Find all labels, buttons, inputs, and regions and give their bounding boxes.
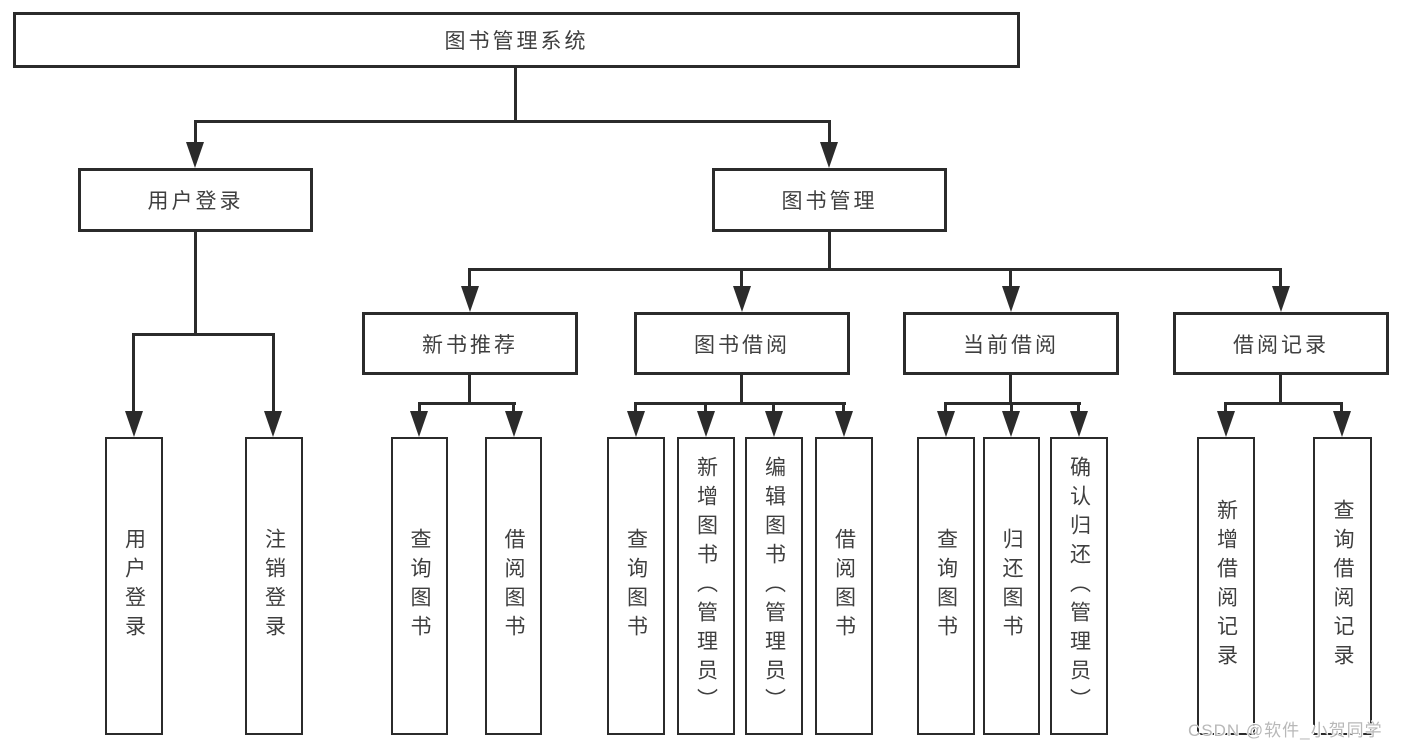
node-label: 注销登录 — [262, 528, 286, 644]
leaf-cb-confirm-return-admin: 确认归还（管理员） — [1050, 437, 1108, 735]
leaf-bb-query-books: 查询图书 — [607, 437, 665, 735]
arrow-down-icon — [1002, 286, 1020, 312]
leaf-logout: 注销登录 — [245, 437, 303, 735]
node-book-borrowing: 图书借阅 — [634, 312, 850, 375]
node-label: 查询图书 — [934, 528, 958, 644]
connector-leaf-stem — [132, 333, 135, 411]
node-label: 编辑图书（管理员） — [762, 455, 786, 717]
node-book-management: 图书管理 — [712, 168, 947, 232]
node-label: 图书管理系统 — [444, 30, 589, 53]
arrow-down-icon — [733, 286, 751, 312]
arrow-down-icon — [1002, 411, 1020, 437]
node-label: 归还图书 — [1000, 528, 1024, 644]
connector-root-stem — [514, 68, 517, 123]
connector-group-drop — [740, 375, 743, 404]
arrow-down-icon — [1217, 411, 1235, 437]
connector-leaf-stem — [512, 402, 515, 411]
arrow-down-icon — [264, 411, 282, 437]
node-label: 查询图书 — [408, 528, 432, 644]
connector-group-rail — [418, 402, 516, 405]
node-label: 借阅图书 — [832, 528, 856, 644]
connector-leaf-stem — [1077, 402, 1080, 411]
node-label: 用户登录 — [122, 528, 146, 644]
arrow-down-icon — [765, 411, 783, 437]
node-user-login: 用户登录 — [78, 168, 313, 232]
connector-leaf-stem — [468, 268, 471, 286]
leaf-br-query-record: 查询借阅记录 — [1313, 437, 1372, 735]
arrow-down-icon — [505, 411, 523, 437]
connector-group-drop — [1009, 375, 1012, 404]
node-label: 用户登录 — [147, 190, 244, 213]
connector-leaf-stem — [1010, 402, 1013, 411]
node-label: 新增图书（管理员） — [694, 455, 718, 717]
connector-leaf-stem — [272, 333, 275, 411]
node-current-borrowing: 当前借阅 — [903, 312, 1119, 375]
connector-leaf-stem — [634, 402, 637, 411]
node-label: 图书管理 — [781, 190, 878, 213]
arrow-down-icon — [697, 411, 715, 437]
arrow-down-icon — [410, 411, 428, 437]
node-label: 图书借阅 — [694, 333, 790, 357]
node-label: 确认归还（管理员） — [1067, 455, 1091, 717]
connector-root-rail — [194, 120, 831, 123]
connector-userlogin-stem — [194, 120, 197, 144]
node-label: 新书推荐 — [422, 333, 518, 357]
arrow-down-icon — [1333, 411, 1351, 437]
node-label: 借阅记录 — [1233, 333, 1329, 357]
connector-bookmgmt-rail — [468, 268, 1282, 271]
arrow-down-icon — [627, 411, 645, 437]
arrow-down-icon — [186, 142, 204, 168]
connector-userlogin-rail — [132, 333, 275, 336]
arrow-down-icon — [937, 411, 955, 437]
node-label: 查询借阅记录 — [1331, 499, 1355, 673]
arrow-down-icon — [820, 142, 838, 168]
node-library-system: 图书管理系统 — [13, 12, 1020, 68]
node-borrowing-records: 借阅记录 — [1173, 312, 1389, 375]
leaf-bb-add-books-admin: 新增图书（管理员） — [677, 437, 735, 735]
connector-group-drop — [1279, 375, 1282, 404]
connector-leaf-stem — [704, 402, 707, 411]
arrow-down-icon — [835, 411, 853, 437]
leaf-bb-borrow-books: 借阅图书 — [815, 437, 873, 735]
leaf-cb-return-books: 归还图书 — [983, 437, 1040, 735]
connector-leaf-stem — [1340, 402, 1343, 411]
connector-leaf-stem — [772, 402, 775, 411]
connector-bookmgmt-stem — [828, 120, 831, 144]
connector-group-rail — [1224, 402, 1343, 405]
connector-leaf-stem — [1224, 402, 1227, 411]
connector-leaf-stem — [418, 402, 421, 411]
arrow-down-icon — [1272, 286, 1290, 312]
leaf-cb-query-books: 查询图书 — [917, 437, 975, 735]
connector-leaf-stem — [944, 402, 947, 411]
arrow-down-icon — [125, 411, 143, 437]
connector-leaf-stem — [842, 402, 845, 411]
watermark: CSDN @软件_小贺同学 — [1188, 721, 1383, 740]
connector-leaf-stem — [740, 268, 743, 286]
node-label: 新增借阅记录 — [1214, 499, 1238, 673]
connector-bookmgmt-drop — [828, 232, 831, 271]
node-label: 当前借阅 — [963, 333, 1059, 357]
node-new-book-recommend: 新书推荐 — [362, 312, 578, 375]
node-label: 查询图书 — [624, 528, 648, 644]
connector-group-rail — [634, 402, 846, 405]
node-label: 借阅图书 — [502, 528, 526, 644]
leaf-nbr-query-books: 查询图书 — [391, 437, 448, 735]
leaf-user-login: 用户登录 — [105, 437, 163, 735]
connector-userlogin-drop — [194, 232, 197, 335]
connector-group-drop — [468, 375, 471, 404]
leaf-br-add-record: 新增借阅记录 — [1197, 437, 1255, 735]
leaf-bb-edit-books-admin: 编辑图书（管理员） — [745, 437, 803, 735]
leaf-nbr-borrow-books: 借阅图书 — [485, 437, 542, 735]
connector-leaf-stem — [1009, 268, 1012, 286]
arrow-down-icon — [1070, 411, 1088, 437]
arrow-down-icon — [461, 286, 479, 312]
connector-leaf-stem — [1279, 268, 1282, 286]
